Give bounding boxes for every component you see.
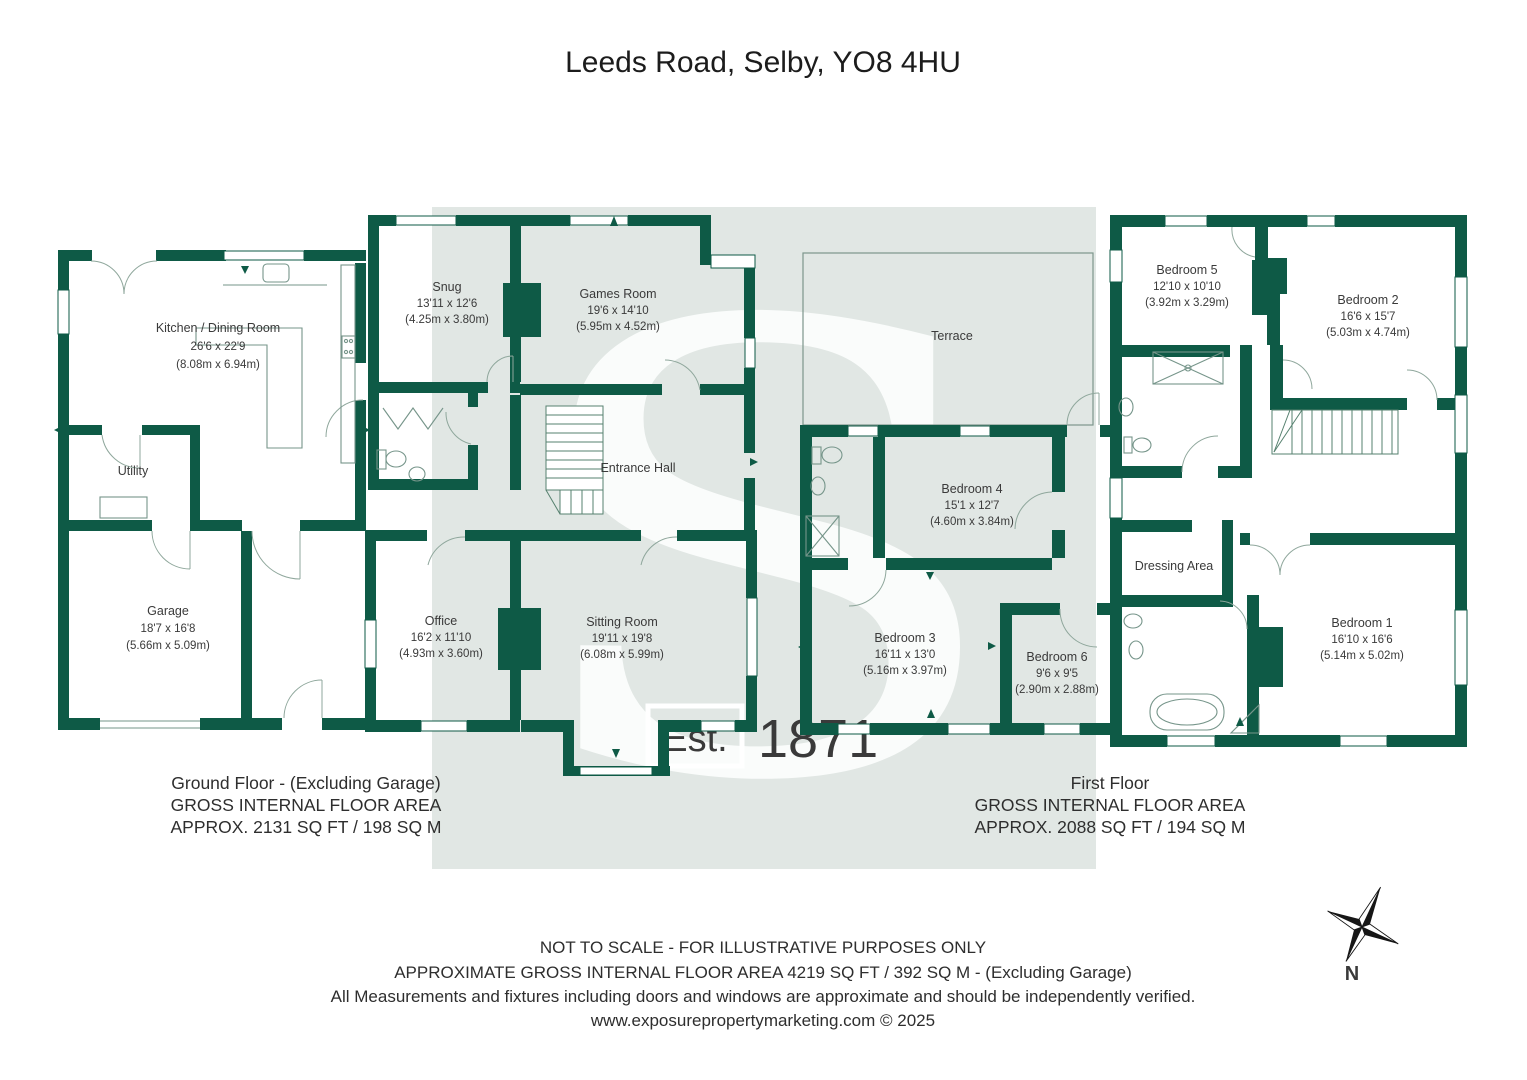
snug-dims-ft: 13'11 x 12'6 [417,298,477,310]
bedroom-4-dims-m: (4.60m x 3.84m) [930,516,1014,528]
games-room-dims-m: (5.95m x 4.52m) [576,321,660,333]
bedroom-3-dims-m: (5.16m x 3.97m) [863,665,947,677]
first-floor-walls [800,215,1467,747]
ground-stairs [545,405,604,515]
utility-label: Utility [118,464,149,478]
entrance-hall-label: Entrance Hall [600,461,675,475]
bedroom-5-label: Bedroom 5 [1156,263,1217,277]
ground-floor-labels: Kitchen / Dining Room 26'6 x 22'9 (8.08m… [118,280,676,661]
bedroom-6-dims-m: (2.90m x 2.88m) [1015,684,1099,696]
washer-icon [99,496,148,519]
ensuite-sink-icon [1123,613,1143,629]
shower-toilet-icon [1123,436,1133,454]
footer-line1: NOT TO SCALE - FOR ILLUSTRATIVE PURPOSES… [540,938,986,957]
first-floor-stairs [1271,409,1399,455]
entry-arrows [54,216,1244,758]
bedroom-4-label: Bedroom 4 [941,482,1002,496]
games-room-dims-ft: 19'6 x 14'10 [587,305,648,317]
coat-hooks [382,407,444,430]
bedroom-5-dims-m: (3.92m x 3.29m) [1145,297,1229,309]
bedroom-2-dims-ft: 16'6 x 15'7 [1341,311,1396,323]
kitchen-dims-m: (8.08m x 6.94m) [176,359,260,371]
bedroom-6-label: Bedroom 6 [1026,650,1087,664]
dressing-area-label: Dressing Area [1135,559,1214,573]
compass-north-label: N [1345,963,1359,985]
kitchen-dims-ft: 26'6 x 22'9 [191,341,246,353]
fixtures [99,263,1399,734]
garage-label: Garage [147,604,189,618]
games-room-label: Games Room [579,287,656,301]
bedroom-1-dims-ft: 16'10 x 16'6 [1331,634,1392,646]
cupboard-icon [805,515,840,557]
terrace-label: Terrace [931,329,973,343]
bedroom-1-label: Bedroom 1 [1331,616,1392,630]
watermark-letter: S [512,195,1013,916]
ground-floor-walls [58,215,757,776]
garage-dims-ft: 18'7 x 16'8 [141,623,196,635]
footer-disclaimer: NOT TO SCALE - FOR ILLUSTRATIVE PURPOSES… [331,938,1196,1030]
bedroom-6-dims-ft: 9'6 x 9'5 [1036,668,1078,680]
shower-tray-icon [1152,351,1224,385]
first-floor-caption: First Floor GROSS INTERNAL FLOOR AREA AP… [974,773,1245,837]
snug-dims-m: (4.25m x 3.80m) [405,314,489,326]
ground-caption-line3: APPROX. 2131 SQ FT / 198 SQ M [170,817,441,837]
office-label: Office [425,614,457,628]
ground-caption-line2: GROSS INTERNAL FLOOR AREA [171,795,442,815]
watermark: S Est. 1871 [512,195,1013,916]
footer-line2: APPROXIMATE GROSS INTERNAL FLOOR AREA 42… [394,963,1132,982]
door-swings [90,226,1438,719]
compass-icon [1327,886,1399,962]
wc-sink-icon [408,466,426,482]
bathroom-sink-icon [810,476,826,496]
kitchen-label: Kitchen / Dining Room [156,321,280,335]
bathroom-toilet-icon [811,446,822,465]
footer-line3: All Measurements and fixtures including … [331,987,1196,1006]
watermark-year: 1871 [758,709,878,769]
footer-line4: www.exposurepropertymarketing.com © 2025 [590,1011,935,1030]
kitchen-island [195,327,303,449]
hob-icon [341,335,356,359]
kitchen-sink-icon [262,263,290,283]
snug-label: Snug [432,280,461,294]
office-dims-m: (4.93m x 3.60m) [399,648,483,660]
ground-caption-line1: Ground Floor - (Excluding Garage) [171,773,440,793]
sitting-room-dims-m: (6.08m x 5.99m) [580,649,664,661]
office-dims-ft: 16'2 x 11'10 [411,632,471,644]
first-caption-line3: APPROX. 2088 SQ FT / 194 SQ M [974,817,1245,837]
bedroom-4-dims-ft: 15'1 x 12'7 [945,500,1000,512]
windows [57,215,1468,776]
first-floor-labels: Terrace Bedroom 4 15'1 x 12'7 (4.60m x 3… [863,263,1410,696]
first-caption-line1: First Floor [1071,773,1150,793]
bedroom-3-dims-ft: 16'11 x 13'0 [875,649,935,661]
bedroom-2-label: Bedroom 2 [1337,293,1398,307]
bath-icon [1149,693,1225,731]
bedroom-5-dims-ft: 12'10 x 10'10 [1153,281,1221,293]
watermark-est-box [645,703,745,769]
shower-sink-icon [1118,397,1134,417]
kitchen-counter [340,264,356,464]
bedroom-1-dims-m: (5.14m x 5.02m) [1320,650,1404,662]
bedroom-2-dims-m: (5.03m x 4.74m) [1326,327,1410,339]
page-title: Leeds Road, Selby, YO8 4HU [565,46,961,79]
bedroom-3-label: Bedroom 3 [874,631,935,645]
ground-floor-caption: Ground Floor - (Excluding Garage) GROSS … [170,773,441,837]
sitting-room-label: Sitting Room [586,615,658,629]
garage-dims-m: (5.66m x 5.09m) [126,640,210,652]
first-caption-line2: GROSS INTERNAL FLOOR AREA [975,795,1246,815]
sitting-room-dims-ft: 19'11 x 19'8 [592,633,652,645]
